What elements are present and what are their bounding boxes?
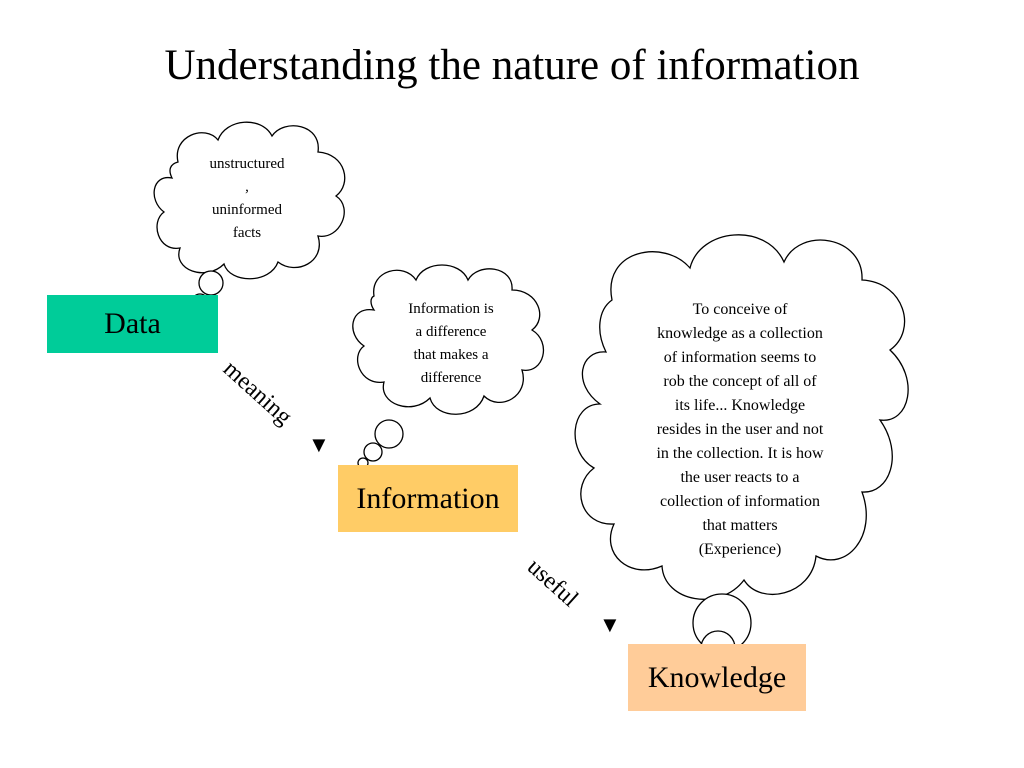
information-box: Information (338, 465, 518, 532)
information-cloud-bubble-large (374, 419, 404, 449)
information-cloud-text: Information is a difference that makes a… (408, 301, 494, 386)
information-cloud (352, 264, 544, 415)
data-cloud (153, 121, 346, 280)
information-box-label: Information (356, 481, 500, 515)
knowledge-cloud (574, 234, 909, 600)
useful-arrow-icon: ▼ (599, 612, 621, 637)
meaning-arrow-icon: ▼ (308, 432, 330, 457)
information-cloud-bubble-medium (363, 442, 383, 462)
data-cloud-bubble-large (198, 270, 224, 296)
data-box-label: Data (104, 307, 161, 340)
knowledge-box-label: Knowledge (647, 660, 787, 694)
page-title: Understanding the nature of information (164, 42, 860, 89)
data-cloud-text: unstructured , uninformed facts (209, 156, 285, 241)
knowledge-box: Knowledge (628, 644, 806, 711)
data-box: Data (47, 295, 218, 353)
knowledge-cloud-text: To conceive of knowledge as a collection… (656, 301, 824, 558)
